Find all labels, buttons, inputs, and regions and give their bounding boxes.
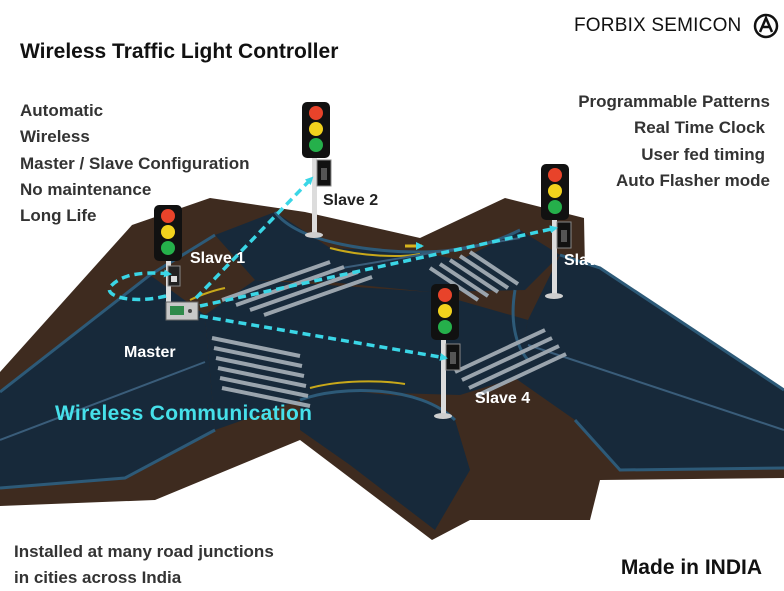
slave3-traffic-light: [541, 164, 572, 299]
label-slave1: Slave 1: [190, 250, 246, 267]
installed-line-2: in cities across India: [14, 568, 182, 587]
feature-user-fed-timing: User fed timing: [641, 145, 765, 164]
feature-auto-flasher: Auto Flasher mode: [616, 171, 770, 190]
feature-no-maintenance: No maintenance: [20, 180, 152, 199]
label-slave4: Slave 4: [475, 390, 531, 407]
wireless-arrow-slave1: [107, 269, 172, 302]
crosswalk-left: [211, 336, 311, 408]
feature-long-life: Long Life: [20, 206, 97, 225]
road-bottom: [300, 392, 470, 530]
feature-wireless: Wireless: [20, 127, 90, 146]
slave2-traffic-light: [302, 102, 332, 238]
feature-master-slave: Master / Slave Configuration: [20, 154, 250, 173]
feature-programmable-patterns: Programmable Patterns: [578, 92, 770, 111]
crosswalk-bottom: [454, 328, 567, 398]
installed-note: Installed at many road junctions in citi…: [14, 539, 274, 591]
wireless-communication-label: Wireless Communication: [55, 402, 313, 425]
feature-automatic: Automatic: [20, 101, 104, 120]
label-slave3: Slave 3: [564, 252, 620, 269]
wireless-arrows: [107, 176, 558, 361]
lane-markings: [0, 237, 784, 441]
label-slave2: Slave 2: [323, 192, 379, 209]
feature-real-time-clock: Real Time Clock: [633, 118, 765, 137]
road-right: [515, 255, 784, 470]
made-in-india: Made in INDIA: [620, 556, 762, 579]
label-master: Master: [124, 344, 176, 361]
curbs: [0, 211, 784, 490]
master-controller: [165, 301, 199, 321]
page-title: Wireless Traffic Light Controller: [20, 40, 339, 63]
brand-logo-icon: [753, 13, 779, 39]
slave4-traffic-light: [431, 284, 461, 419]
brand-name: FORBIX SEMICON: [574, 15, 742, 36]
wireless-arrow-slave3: [199, 225, 558, 308]
wireless-arrow-slave4: [199, 314, 448, 361]
installed-line-1: Installed at many road junctions: [14, 542, 274, 561]
wireless-arrow-slave2: [194, 176, 314, 300]
road-left: [0, 275, 215, 488]
